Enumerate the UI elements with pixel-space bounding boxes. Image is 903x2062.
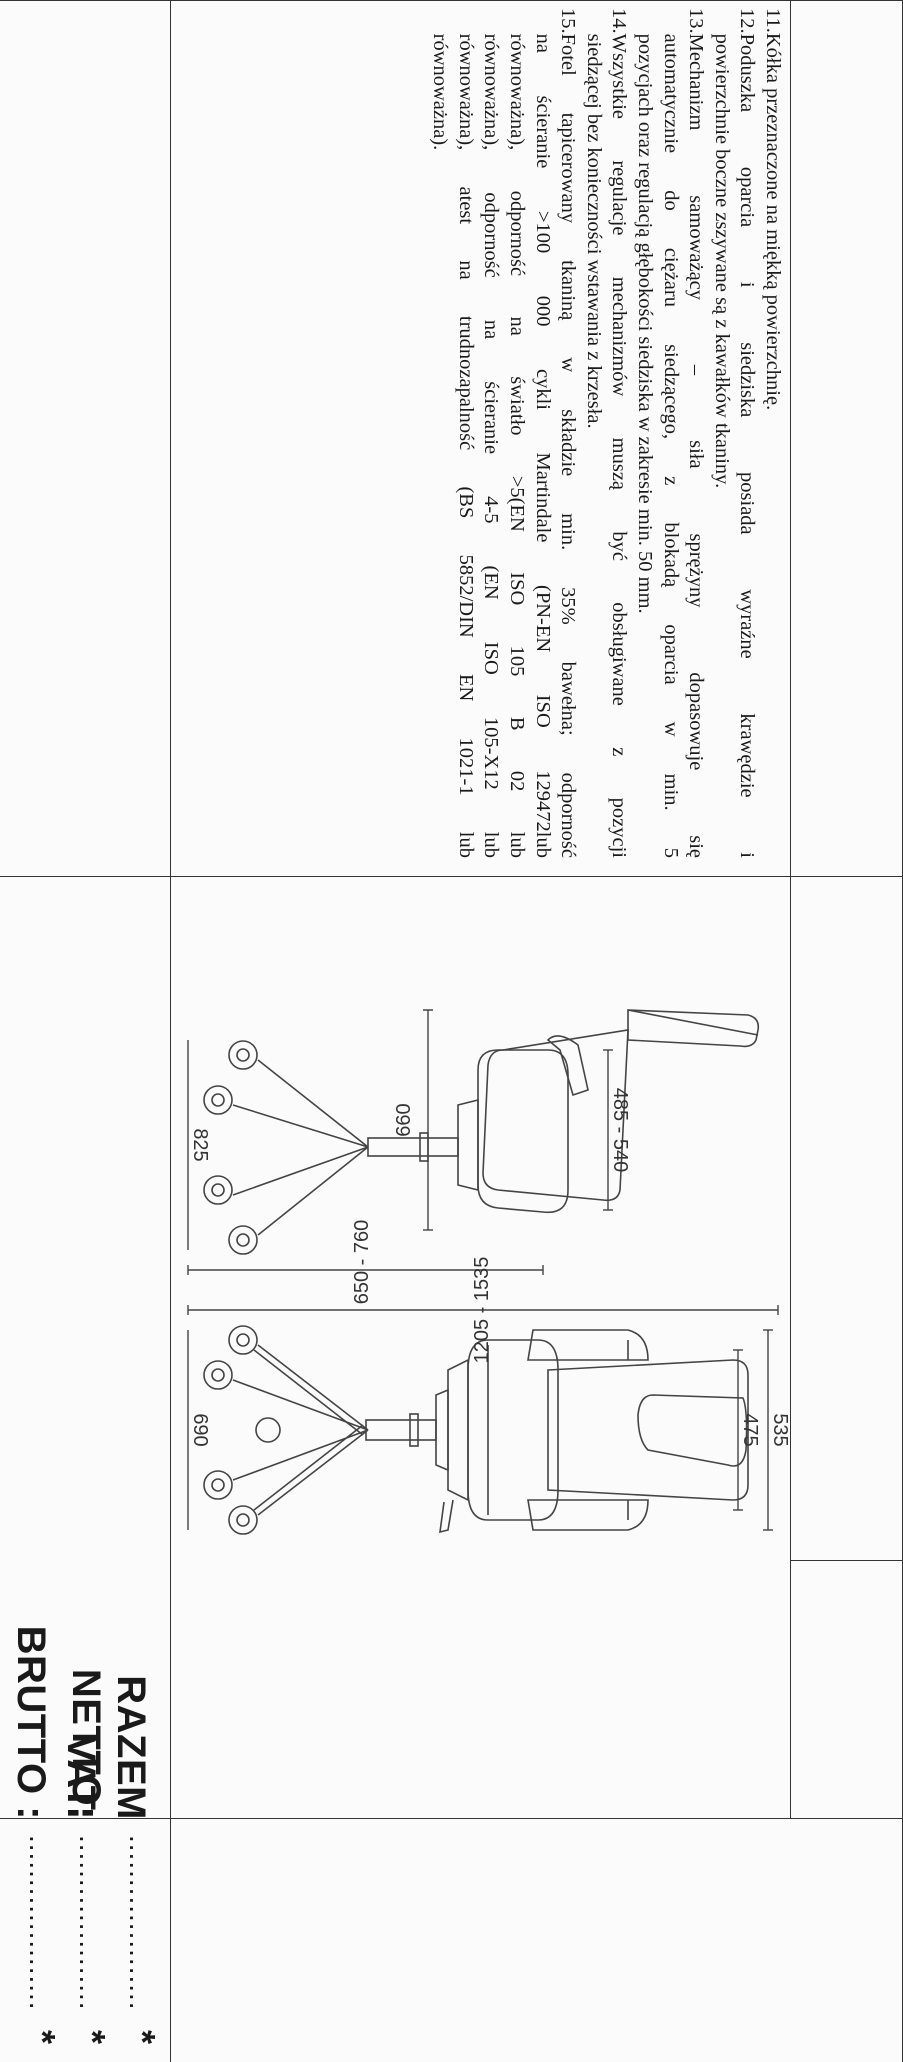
dim-seat-depth: 485 - 540 <box>609 1088 631 1173</box>
spec-item-15: 15. Fotel tapicerowany tkaniną w składzi… <box>427 8 581 858</box>
gross-total-value: .................... <box>24 1835 55 2011</box>
column-divider <box>791 1560 903 1561</box>
product-description: 11. Kółka przeznaczone na miękką powierz… <box>427 8 785 858</box>
spec-line: równoważna). <box>429 33 452 151</box>
spec-line: równoważna), atest na trudnozapalność (B… <box>454 33 477 858</box>
spec-item-14: 14. Wszystkie regulacje mechanizmów musz… <box>580 8 631 858</box>
vat-value: .................... <box>74 1835 105 2011</box>
spec-line: Fotel tapicerowany tkaniną w składzie mi… <box>557 33 580 858</box>
row-divider <box>790 876 791 1818</box>
spec-number: 14. <box>608 8 631 34</box>
dim-total-height: 1205 - 1535 <box>471 1257 493 1364</box>
spec-line: na ścieranie >100 000 cykli Martindale (… <box>531 33 554 858</box>
spec-line: automatycznie do ciężaru siedzącego, z b… <box>659 33 682 858</box>
asterisk: * <box>72 2030 113 2045</box>
spec-line: pozycjach oraz regulacją głębokości sied… <box>634 33 657 614</box>
spec-item-11: 11. Kółka przeznaczone na miękką powierz… <box>759 8 785 858</box>
spec-number: 15. <box>557 8 580 34</box>
spec-line: równoważna), odporność na światło >5(EN … <box>506 33 529 858</box>
net-total-value: .................... <box>124 1835 155 2011</box>
spec-line: równoważna), odporność na ścieranie 4-5 … <box>480 33 503 858</box>
row-divider <box>790 0 791 876</box>
dim-seat-width: 475 <box>739 1413 761 1446</box>
asterisk: * <box>22 2030 63 2045</box>
asterisk: * <box>122 2030 163 2045</box>
dim-overall-width: 535 <box>769 1413 788 1446</box>
spec-number: 12. <box>736 8 759 34</box>
vat-label: VAT: <box>59 1735 103 1820</box>
dimension-labels: 1205 - 1535 535 475 690 650 - 760 660 48… <box>189 1088 788 1447</box>
gross-total-label: BRUTTO : <box>9 1625 53 1820</box>
chair-technical-drawing: 1205 - 1535 535 475 690 650 - 760 660 48… <box>187 1009 788 1535</box>
spec-line: Poduszka oparcia i siedziska posiada wyr… <box>736 33 759 858</box>
spec-item-12: 12. Poduszka oparcia i siedziska posiada… <box>708 8 759 858</box>
spec-line: Wszystkie regulacje mechanizmów muszą by… <box>608 33 631 858</box>
spec-number: 13. <box>685 8 708 34</box>
dimension-lines <box>187 1009 779 1531</box>
column-divider <box>0 876 903 877</box>
chair-front-view <box>203 1325 749 1535</box>
chair-side-view <box>203 1009 760 1255</box>
spec-item-13: 13. Mechanizm samoważący – siła sprężyny… <box>631 8 708 858</box>
spec-line: Kółka przeznaczone na miękką powierzchni… <box>762 32 784 411</box>
dim-base-width: 690 <box>189 1413 211 1446</box>
spec-line: powierzchnie boczne zszywane są z kawałk… <box>710 33 733 489</box>
dim-base-depth: 825 <box>189 1128 211 1161</box>
dim-seat-height: 650 - 760 <box>351 1220 373 1305</box>
spec-line: siedzącej bez konieczności wstawania z k… <box>582 33 605 429</box>
spec-line: Mechanizm samoważący – siła sprężyny dop… <box>685 33 708 858</box>
row-divider <box>170 0 171 2062</box>
spec-number: 11. <box>762 8 784 33</box>
dim-overall-depth: 660 <box>393 1103 415 1136</box>
